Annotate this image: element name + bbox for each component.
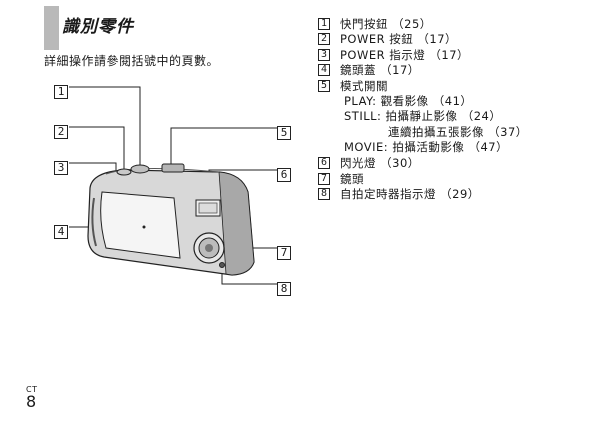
callout-6: 6 (277, 163, 291, 182)
callout-7: 7 (277, 241, 291, 260)
title-bar-accent (44, 6, 59, 50)
callout-5: 5 (277, 121, 291, 140)
mode-switch-still: STILL: 拍攝靜止影像 （24） (344, 109, 502, 123)
mode-switch-movie: MOVIE: 拍攝活動影像 （47） (344, 140, 509, 154)
page-number: 8 (26, 392, 37, 411)
mode-switch-burst: 連續拍攝五張影像 （37） (388, 124, 528, 139)
camera-illustration (69, 86, 277, 285)
page-marker: CT 8 (26, 385, 37, 410)
mode-switch-play: PLAY: 觀看影像 （41） (344, 93, 473, 108)
callout-2: 2 (54, 120, 68, 139)
camera-figure: 1 2 3 4 5 6 7 8 (44, 74, 304, 304)
intro-text: 詳細操作請參閱括號中的頁數。 (44, 54, 220, 68)
callout-4: 4 (54, 220, 68, 239)
callout-3: 3 (54, 156, 68, 175)
callout-1: 1 (54, 80, 68, 99)
section-title: 識別零件 (62, 17, 134, 37)
callout-8: 8 (277, 277, 291, 296)
page-language-code: CT (26, 385, 38, 394)
